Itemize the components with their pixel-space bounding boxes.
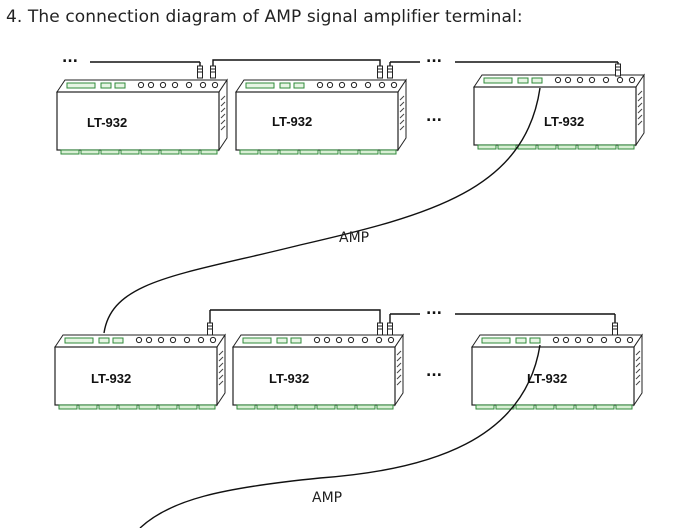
unit-label: LT-932 — [544, 114, 584, 129]
unit-label: LT-932 — [527, 371, 567, 386]
amp-label: AMP — [339, 230, 369, 246]
amp-cable — [139, 344, 541, 528]
lt-932-unit: LT-932 — [56, 79, 228, 155]
ellipsis: ... — [426, 50, 442, 66]
signal-line — [210, 309, 381, 323]
unit-label: LT-932 — [269, 371, 309, 386]
unit-label: LT-932 — [87, 115, 127, 130]
ellipsis: ... — [62, 50, 78, 66]
ellipsis: ... — [426, 364, 442, 380]
lt-932-unit: LT-932 — [471, 334, 643, 410]
lt-932-unit: LT-932 — [54, 334, 226, 410]
row-1: ... ... LT-932 LT-932 LT-932 ... AMP — [56, 50, 645, 334]
lt-932-unit: LT-932 — [473, 74, 645, 150]
unit-label: LT-932 — [91, 371, 131, 386]
lt-932-unit: LT-932 — [235, 79, 407, 155]
ellipsis: ... — [426, 109, 442, 125]
row-2: ... LT-932 LT-932 LT-932 ... AMP — [54, 302, 643, 528]
unit-label: LT-932 — [272, 114, 312, 129]
signal-line — [212, 59, 381, 66]
amp-cable — [103, 87, 541, 334]
amp-label: AMP — [312, 490, 342, 506]
diagram-heading: 4. The connection diagram of AMP signal … — [6, 7, 523, 27]
ellipsis: ... — [426, 302, 442, 318]
lt-932-unit: LT-932 — [232, 334, 404, 410]
